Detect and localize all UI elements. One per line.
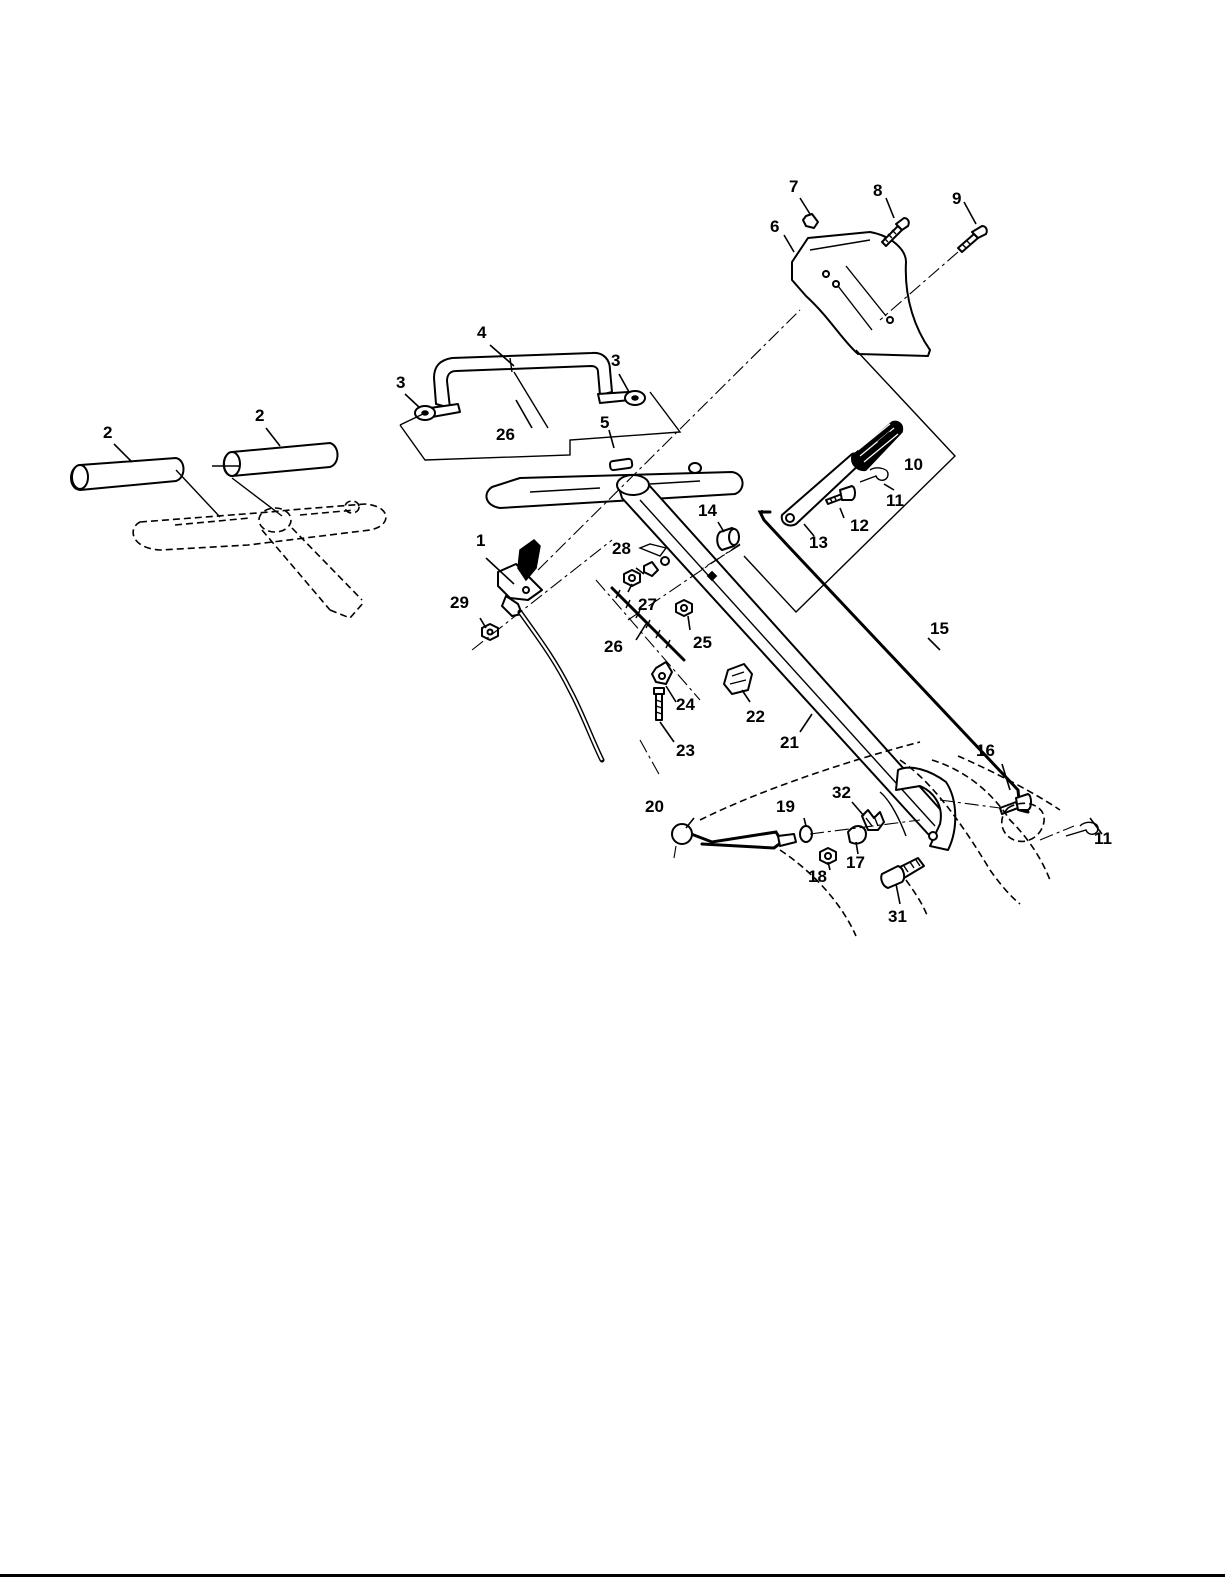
shift-knob [852,421,903,470]
callout-2-right: 2 [255,406,264,425]
callout-14: 14 [698,501,717,520]
callout-26-upper: 26 [496,425,515,444]
callout-5: 5 [600,413,609,432]
callout-25: 25 [693,633,712,652]
cable-clip-28 [644,562,658,576]
callout-27: 27 [638,595,657,614]
callout-3-left: 3 [396,373,405,392]
callout-23: 23 [676,741,695,760]
adjust-rod-20 [686,832,782,848]
callout-2-left: 2 [103,423,112,442]
callout-21: 21 [780,733,799,752]
callout-17: 17 [846,853,865,872]
callout-20: 20 [645,797,664,816]
callout-19: 19 [776,797,795,816]
callout-11-upper: 11 [886,491,904,510]
callout-9: 9 [952,189,961,208]
callout-11-lower: 11 [1094,829,1112,848]
nut-7 [803,214,818,228]
callout-8: 8 [873,181,882,200]
callout-7: 7 [789,177,798,196]
callout-24: 24 [676,695,695,714]
callout-10: 10 [904,455,923,474]
alternate-handle-assembly [71,443,386,618]
callout-12: 12 [850,516,869,535]
callout-16: 16 [976,741,995,760]
knob-17 [848,826,866,844]
callout-4: 4 [477,323,487,342]
callout-26-lower: 26 [604,637,623,656]
callout-31: 31 [888,907,907,926]
main-handle [486,459,955,850]
callout-18: 18 [808,867,827,886]
callout-6: 6 [770,217,779,236]
callout-1: 1 [476,531,485,550]
page-bottom-rule [0,1574,1225,1577]
callout-32: 32 [832,783,851,802]
callout-3-right: 3 [611,351,620,370]
spring-clip-22 [724,664,752,694]
rod-knob [672,824,692,844]
callout-15: 15 [930,619,949,638]
callout-28: 28 [612,539,631,558]
lower-hardware [672,794,1098,888]
upper-handle-bar [400,353,680,460]
handle-grip-right [224,443,338,476]
bolt-9 [958,234,978,252]
control-panel [792,214,987,356]
callout-labels: 1 2 2 3 3 4 5 6 7 8 9 10 11 11 12 13 14 … [103,177,1112,926]
callout-29: 29 [450,593,469,612]
control-cable-assembly [472,310,800,760]
callout-13: 13 [809,533,828,552]
callout-22: 22 [746,707,765,726]
